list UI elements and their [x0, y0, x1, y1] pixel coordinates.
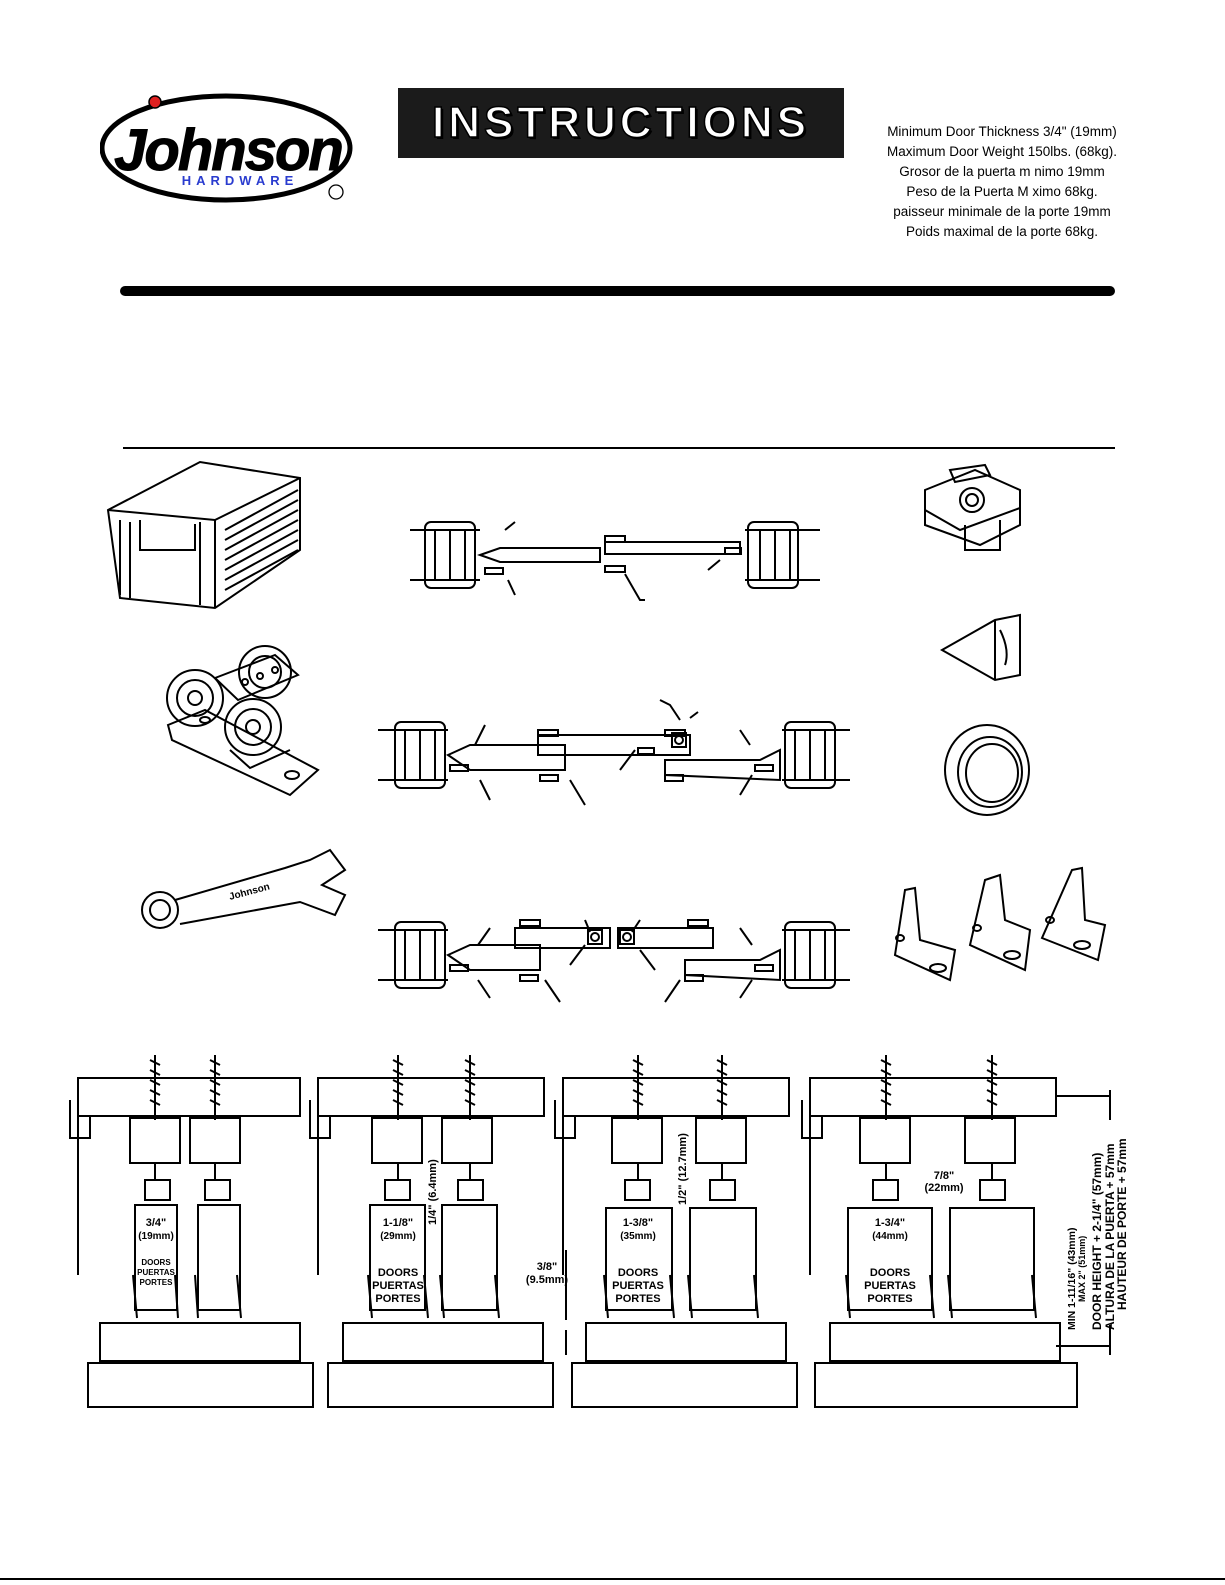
door-layout-diagram-three-doors — [378, 699, 850, 806]
svg-text:PUERTAS: PUERTAS — [864, 1280, 916, 1292]
spec-line-6: Poids maximal de la porte 68kg. — [905, 224, 1099, 239]
section-panel-4 — [801, 1055, 1111, 1408]
johnson-hardware-logo: Johnson HARDWARE — [100, 93, 353, 203]
spec-line-5: paisseur minimale de la porte 19mm — [893, 204, 1111, 219]
spec-line-2: Maximum Door Weight 150lbs. (68kg). — [886, 144, 1118, 159]
gap-dimension-2: 1/2" (12.7mm) — [677, 1133, 689, 1205]
svg-text:PORTES: PORTES — [867, 1293, 912, 1305]
svg-text:DOORS: DOORS — [870, 1267, 910, 1279]
instructions-banner-title: INSTRUCTIONS — [431, 97, 810, 148]
track-rail-icon — [106, 460, 301, 610]
door-label-4: 1-3/4" (44mm) DOORS PUERTAS PORTES — [864, 1217, 916, 1305]
section-panel-2 — [309, 1055, 554, 1408]
svg-text:PUERTAS: PUERTAS — [612, 1280, 664, 1292]
logo-sub-text: HARDWARE — [182, 173, 299, 188]
svg-text:1-1/8": 1-1/8" — [383, 1217, 413, 1229]
door-height-dimension: DOOR HEIGHT + 2-1/4" (57mm) — [1090, 1153, 1104, 1330]
roller-hanger-icon — [166, 645, 320, 797]
parts-illustrations: Johnson — [106, 460, 1107, 1003]
door-layout-diagram-two-doors — [410, 521, 820, 601]
footer-divider — [0, 1578, 1225, 1580]
door-layout-diagram-four-doors — [378, 919, 850, 1003]
header-divider-thick — [120, 286, 1115, 296]
gap-dimension-1: 1/4" (6.4mm) — [427, 1159, 439, 1225]
svg-text:PUERTAS: PUERTAS — [137, 1268, 175, 1277]
svg-text:1-3/8": 1-3/8" — [623, 1217, 653, 1229]
finger-pull-ring-icon — [944, 724, 1030, 816]
spec-line-3: Grosor de la puerta m nimo 19mm — [899, 164, 1105, 179]
svg-text:PORTES: PORTES — [375, 1293, 420, 1305]
svg-text:(29mm): (29mm) — [380, 1231, 416, 1242]
svg-text:3/4": 3/4" — [146, 1217, 167, 1229]
door-label-3: 1-3/8" (35mm) DOORS PUERTAS PORTES — [612, 1217, 664, 1305]
svg-text:PUERTAS: PUERTAS — [372, 1280, 424, 1292]
door-specifications: Minimum Door Thickness 3/4" (19mm) Maxim… — [862, 122, 1142, 242]
door-height-dimension-fr: HAUTEUR DE PORTE + 57mm — [1115, 1138, 1129, 1310]
floor-guides-icon — [893, 866, 1107, 982]
logo-brand-text: Johnson — [114, 118, 342, 183]
svg-text:(35mm): (35mm) — [620, 1231, 656, 1242]
max-dimension: MAX 2" (51mm) — [1077, 1236, 1087, 1302]
floor-gap-dimension-bottom: (9.5mm) — [526, 1274, 569, 1286]
door-label-1: 3/4" (19mm) DOORS PUERTAS PORTES — [137, 1217, 175, 1287]
svg-text:1-3/4": 1-3/4" — [875, 1217, 905, 1229]
gap-dimension-3-bottom: (22mm) — [924, 1182, 963, 1194]
section-divider-thin — [123, 447, 1115, 449]
door-thickness-sections: 3/4" (19mm) DOORS PUERTAS PORTES 1-1/8" … — [69, 1055, 1129, 1408]
svg-text:DOORS: DOORS — [141, 1258, 171, 1267]
spec-line-1: Minimum Door Thickness 3/4" (19mm) — [887, 124, 1117, 139]
section-panel-1 — [69, 1055, 314, 1408]
door-guide-wedge-icon — [939, 613, 1021, 682]
svg-text:PORTES: PORTES — [140, 1278, 174, 1287]
svg-text:(19mm): (19mm) — [138, 1231, 174, 1242]
wrench-icon: Johnson — [141, 848, 347, 929]
gap-dimension-3-top: 7/8" — [934, 1170, 955, 1182]
door-label-2: 1-1/8" (29mm) DOORS PUERTAS PORTES — [372, 1217, 424, 1305]
instructions-banner-background — [398, 88, 844, 158]
section-panel-3 — [554, 1055, 798, 1408]
floor-gap-dimension-top: 3/8" — [537, 1261, 558, 1273]
svg-text:(44mm): (44mm) — [872, 1231, 908, 1242]
min-dimension: MIN 1-11/16" (43mm) — [1066, 1228, 1078, 1330]
spec-line-4: Peso de la Puerta M ximo 68kg. — [906, 184, 1098, 199]
door-height-dimension-es: ALTURA DE LA PUERTA + 57mm — [1103, 1143, 1117, 1330]
svg-text:PORTES: PORTES — [615, 1293, 660, 1305]
svg-text:DOORS: DOORS — [378, 1267, 418, 1279]
adjuster-bracket-icon — [924, 463, 1021, 551]
svg-text:DOORS: DOORS — [618, 1267, 658, 1279]
wrench-brand-text: Johnson — [228, 881, 271, 902]
